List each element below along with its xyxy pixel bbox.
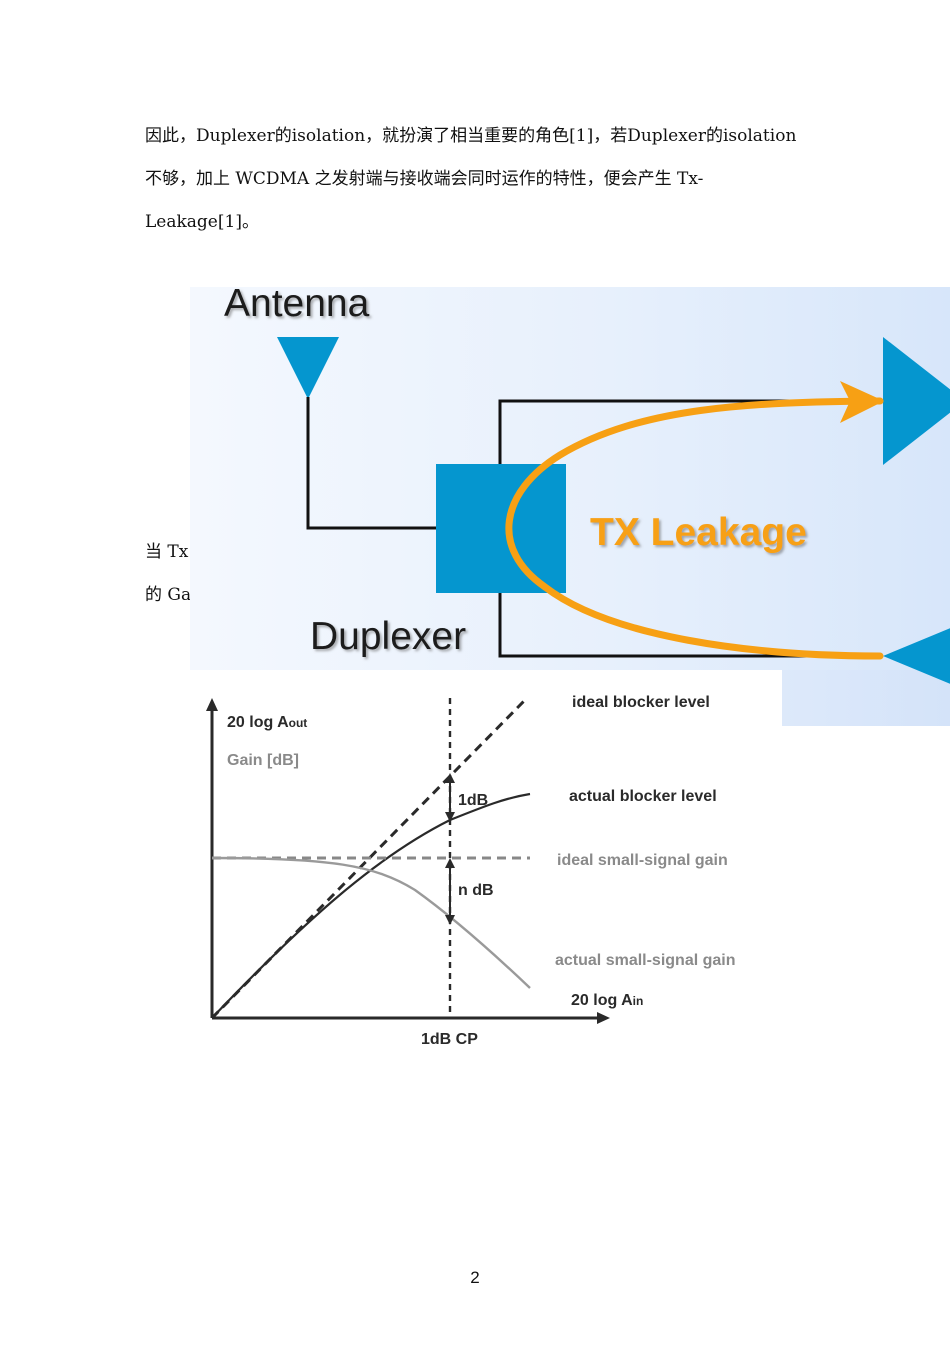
partially-hidden-line-2: 的 Ga	[145, 585, 192, 605]
x-axis-label: 20 log Ain	[571, 992, 643, 1009]
compression-point-label: 1dB CP	[421, 1031, 478, 1048]
actual-blocker-label: actual blocker level	[569, 788, 717, 805]
y-axis-arrowhead	[206, 698, 218, 711]
delta-ndb-arrowhead-up	[445, 858, 455, 868]
delta-1db-label: 1dB	[458, 792, 488, 809]
paragraph-line-1: 因此，Duplexer的isolation，就扮演了相当重要的角色[1]，若Du…	[145, 126, 797, 146]
actual-blocker-curve	[211, 792, 531, 1019]
delta-ndb-label: n dB	[458, 882, 494, 899]
tx-wire	[498, 399, 883, 464]
page-number: 2	[470, 1268, 480, 1287]
tx-leakage-label: TX Leakage	[590, 511, 807, 554]
actual-gain-curve	[211, 856, 531, 989]
duplexer-label: Duplexer	[310, 615, 466, 658]
paragraph-line-3: Leakage[1]。	[145, 212, 259, 232]
ideal-blocker-label: ideal blocker level	[572, 694, 710, 711]
compression-point-chart: 20 log Aout Gain [dB] ideal blocker leve…	[190, 670, 782, 1055]
antenna-wire	[306, 397, 437, 530]
tx-leakage-arrowhead	[840, 381, 884, 423]
rx-wire	[498, 592, 883, 658]
tx-leakage-path	[505, 397, 884, 660]
paragraph-line-2: 不够，加上 WCDMA 之发射端与接收端会同时运作的特性，便会产生 Tx-	[145, 169, 704, 189]
ideal-gain-label: ideal small-signal gain	[557, 852, 728, 869]
compression-point-chart-svg: 20 log Aout Gain [dB] ideal blocker leve…	[206, 694, 736, 1048]
antenna-label: Antenna	[224, 282, 370, 325]
duplexer-block	[436, 464, 566, 593]
rx-amplifier-icon	[883, 628, 950, 684]
antenna-icon	[277, 337, 339, 399]
tx-leakage-diagram: Antenna Duplexer TX Leakage	[190, 282, 950, 684]
delta-ndb-arrowhead-down	[445, 915, 455, 925]
y-axis-label: 20 log Aout	[227, 714, 307, 731]
partially-hidden-line-1: 当 Tx	[145, 542, 189, 562]
actual-gain-label: actual small-signal gain	[555, 952, 736, 969]
delta-1db-arrowhead-up	[445, 773, 455, 783]
diagram-background-extension	[782, 668, 950, 726]
x-axis-arrowhead	[597, 1012, 610, 1024]
tx-amplifier-icon	[883, 337, 950, 465]
tx-leakage-diagram-svg: Antenna Duplexer TX Leakage	[224, 282, 950, 684]
gain-axis-label: Gain [dB]	[227, 752, 299, 769]
delta-1db-arrowhead-down	[445, 812, 455, 822]
